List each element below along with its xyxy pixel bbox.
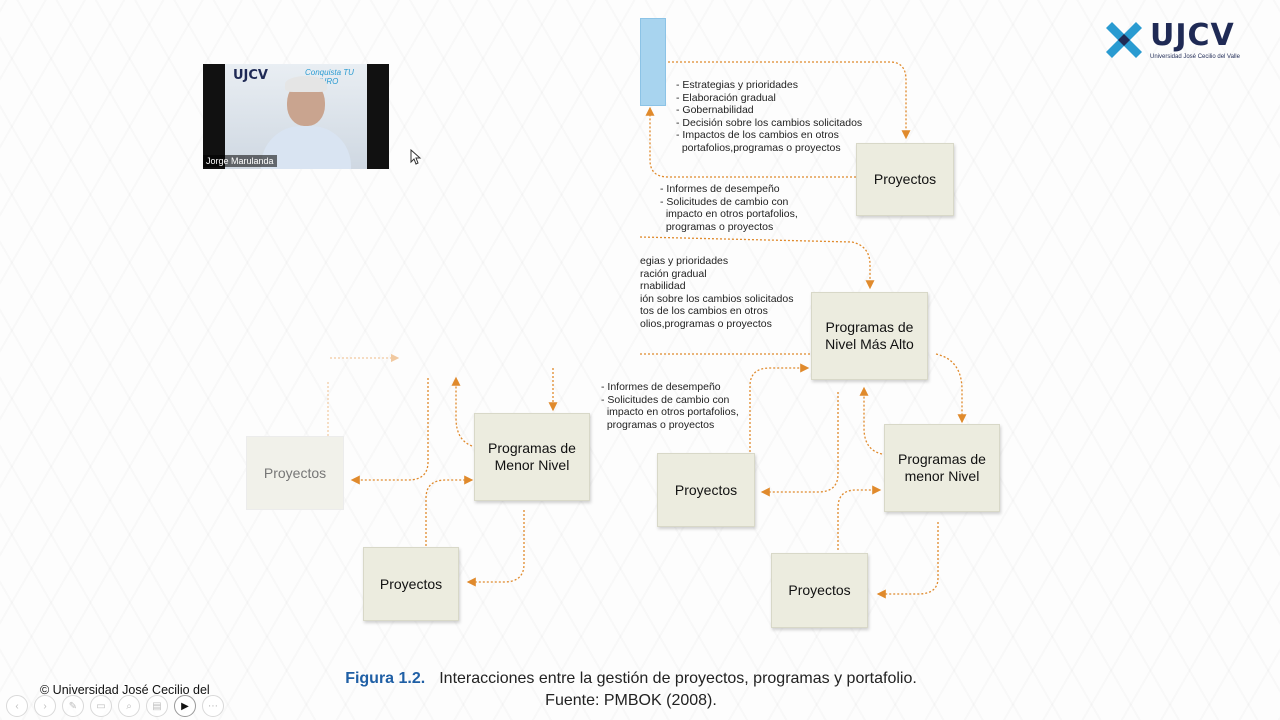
- box-programas-nivel-alto: Programas de Nivel Más Alto: [811, 292, 928, 380]
- box-proyectos-left: Proyectos: [246, 436, 344, 510]
- figure-number: Figura 1.2.: [345, 670, 426, 687]
- slides-icon: ▭: [96, 700, 106, 712]
- more-button[interactable]: ⋯: [202, 695, 224, 717]
- camera-button[interactable]: ▶: [174, 695, 196, 717]
- logo-subtitle: Universidad José Cecilio del Valle: [1150, 54, 1240, 60]
- box-proyectos-bottom-right: Proyectos: [771, 553, 868, 628]
- pen-button[interactable]: ✎: [62, 695, 84, 717]
- arrow-menor-left-to-up: [451, 376, 473, 447]
- notes-strategies-top: - Estrategias y prioridades - Elaboració…: [676, 79, 863, 154]
- person-hair: [285, 76, 327, 92]
- video-brand: UJCV: [233, 68, 268, 83]
- zoom-button[interactable]: ⌕: [118, 695, 140, 717]
- next-arrow-button[interactable]: ›: [34, 695, 56, 717]
- mouse-cursor-icon: [410, 149, 422, 165]
- participant-name: Jorge Marulanda: [203, 155, 277, 167]
- zoom-icon: ⌕: [126, 700, 132, 712]
- slides-button[interactable]: ▭: [90, 695, 112, 717]
- box-proyectos-mid-right: Proyectos: [657, 453, 755, 527]
- arrow-alto-to-proyectos: [760, 392, 839, 497]
- arrow-menor-to-proyectos-bottom: [876, 522, 939, 599]
- arrow-portfolio-to-proyectos: [664, 61, 911, 140]
- subtitles-button[interactable]: ▤: [146, 695, 168, 717]
- next-arrow-icon: ›: [43, 700, 47, 712]
- notes-strategies-middle: egias y prioridades ración gradual rnabi…: [640, 255, 794, 330]
- box-programas-menor-left: Programas de Menor Nivel: [474, 413, 590, 501]
- prev-arrow-button[interactable]: ‹: [6, 695, 28, 717]
- prev-arrow-icon: ‹: [15, 700, 19, 712]
- arrow-menor-left-to-proyectos-bottom: [466, 510, 525, 587]
- arrow-proyectos-bottom-to-menor: [837, 485, 882, 550]
- camera-icon: ▶: [181, 700, 189, 712]
- figure-caption: Figura 1.2. Interacciones entre la gestió…: [291, 668, 971, 712]
- participant-video-tile[interactable]: UJCV Conquista TU FUTURO Jorge Marulanda: [203, 64, 389, 169]
- logo-text: UJCV: [1150, 18, 1235, 53]
- notes-reports-middle: - Informes de desempeño - Solicitudes de…: [601, 381, 739, 431]
- figure-title: Interacciones entre la gestión de proyec…: [439, 670, 917, 687]
- video-frame: UJCV Conquista TU FUTURO: [225, 64, 367, 169]
- figure-source: Fuente: PMBOK (2008).: [545, 692, 717, 709]
- portfolio-box-partial: [640, 18, 666, 106]
- presentation-toolbar: ‹ › ✎ ▭ ⌕ ▤ ▶ ⋯: [6, 695, 224, 717]
- arrow-menor-to-alto: [859, 386, 883, 455]
- arrow-alto-to-menor: [935, 353, 967, 424]
- box-proyectos-top: Proyectos: [856, 143, 954, 216]
- subtitles-icon: ▤: [152, 700, 162, 712]
- arrow-proyectos-to-alto: [749, 363, 810, 452]
- copyright-text: © Universidad José Cecilio del: [40, 683, 210, 697]
- arrow-proyectos-to-portfolio: [645, 106, 856, 178]
- box-proyectos-bottom-left: Proyectos: [363, 547, 459, 621]
- box-programas-menor-right: Programas de menor Nivel: [884, 424, 1000, 512]
- notes-reports-top: - Informes de desempeño - Solicitudes de…: [660, 183, 798, 233]
- pen-icon: ✎: [68, 700, 78, 712]
- ujcv-logo: UJCV Universidad José Cecilio del Valle: [1104, 18, 1254, 66]
- arrow-portfolio-to-programas-alto: [639, 236, 875, 290]
- more-icon: ⋯: [208, 700, 218, 712]
- arrow-to-proyectos-left: [350, 378, 429, 485]
- arrow-proyectos-bottom-left-to-menor: [425, 475, 474, 546]
- ujcv-logo-mark-icon: [1106, 22, 1142, 58]
